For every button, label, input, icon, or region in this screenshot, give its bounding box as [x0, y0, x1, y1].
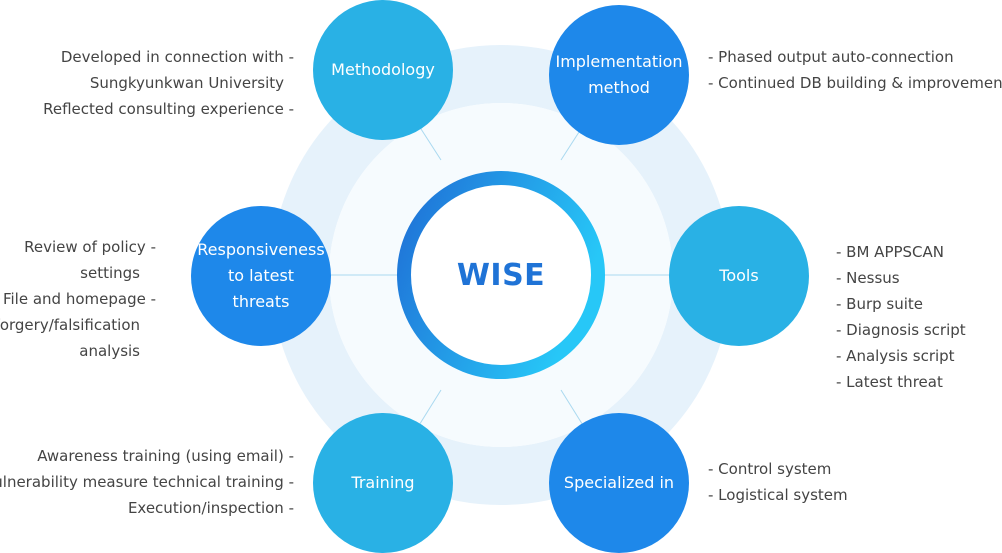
detail-item: Vulnerability measure technical training…	[0, 473, 294, 491]
center-title: WISE	[456, 257, 546, 293]
detail-item: Review of policy -	[24, 238, 156, 256]
node-tools: Tools	[669, 206, 809, 346]
center-ring	[397, 171, 605, 379]
detail-item: analysis	[79, 342, 140, 360]
detail-item: - Analysis script	[836, 347, 955, 365]
detail-item: settings	[80, 264, 140, 282]
node-specialized-in-label: Specialized in	[563, 473, 675, 492]
detail-item: - BM APPSCAN	[836, 243, 945, 261]
responsiveness-details: Review of policy - settings File and hom…	[0, 234, 156, 364]
detail-item: - Burp suite	[836, 295, 924, 313]
detail-item: - Continued DB building & improvement	[708, 74, 1002, 92]
detail-item: forgery/falsification	[0, 316, 140, 334]
node-training-label: Training	[351, 473, 415, 492]
node-tools-label: Tools	[719, 266, 759, 285]
detail-item: - Control system	[708, 460, 832, 478]
methodology-details: Developed in connection with - Sungkyunk…	[43, 44, 294, 122]
detail-item: - Logistical system	[708, 486, 848, 504]
node-methodology-label: Methodology	[331, 60, 435, 79]
detail-item: - Nessus	[836, 269, 900, 287]
detail-item: Sungkyunkwan University	[89, 74, 284, 92]
detail-item: - Diagnosis script	[836, 321, 966, 339]
training-details: Awareness training (using email) - Vulne…	[0, 443, 294, 521]
detail-item: Execution/inspection -	[127, 499, 294, 517]
detail-item: File and homepage -	[2, 290, 156, 308]
node-implementation-method: Implementation method	[549, 5, 689, 145]
detail-item: - Phased output auto-connection	[708, 48, 954, 66]
node-responsiveness-label: Responsiveness to latest threats	[197, 240, 325, 311]
detail-item: Developed in connection with -	[60, 48, 294, 66]
tools-details: - BM APPSCAN - Nessus - Burp suite - Dia…	[836, 239, 966, 395]
detail-item: - Latest threat	[836, 373, 943, 391]
node-responsiveness: Responsiveness to latest threats	[191, 206, 331, 346]
detail-item: Awareness training (using email) -	[37, 447, 294, 465]
node-training: Training	[313, 413, 453, 553]
node-implementation-method-label: Implementation method	[555, 52, 683, 97]
detail-item: Reflected consulting experience -	[43, 100, 294, 118]
node-methodology: Methodology	[313, 0, 453, 140]
implementation-details: - Phased output auto-connection - Contin…	[708, 44, 1002, 96]
node-specialized-in: Specialized in	[549, 413, 689, 553]
specialized-details: - Control system - Logistical system	[708, 456, 848, 508]
